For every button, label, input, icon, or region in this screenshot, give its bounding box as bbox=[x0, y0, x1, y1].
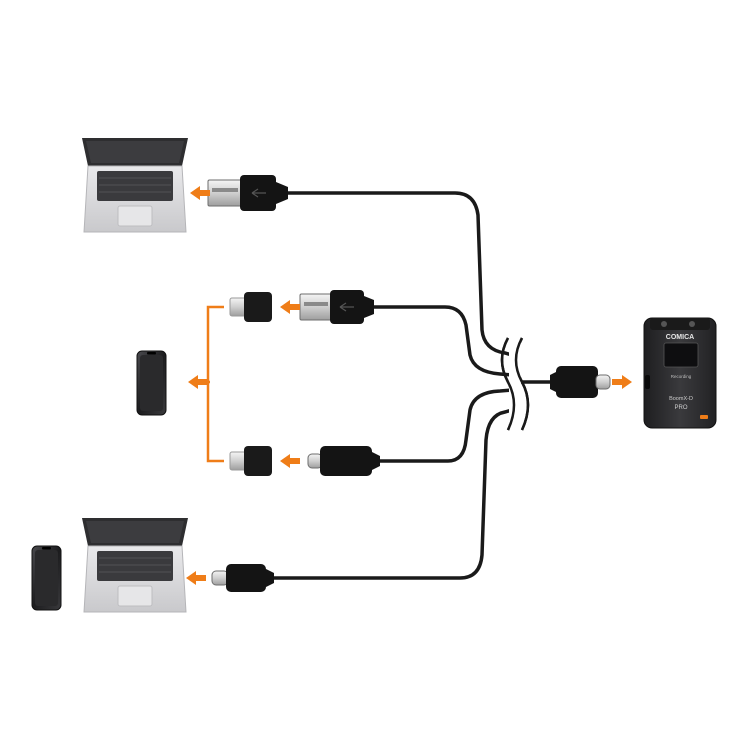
phone-bottom bbox=[31, 545, 62, 611]
receiver-screen bbox=[663, 342, 699, 368]
usb-c-plug-bottom bbox=[211, 564, 274, 592]
jack-icon bbox=[689, 321, 695, 327]
cable-break-gap bbox=[509, 340, 521, 428]
cable-usb-c-lightning bbox=[376, 388, 514, 463]
usb-a-plug-middle bbox=[299, 290, 374, 324]
model-label: BoomX-D bbox=[669, 396, 693, 402]
usb-c-port bbox=[645, 375, 650, 389]
cable-group bbox=[270, 191, 554, 580]
screen-text: Recording bbox=[671, 374, 692, 379]
laptop-bottom bbox=[82, 518, 188, 613]
brand-logo: COMICA bbox=[666, 334, 694, 341]
receiver-device: COMICA Recording BoomX-D PRO bbox=[643, 317, 717, 429]
jack-icon bbox=[661, 321, 667, 327]
cable-usb-a-laptop bbox=[283, 191, 514, 357]
arrow-left-icon bbox=[186, 571, 206, 585]
lightning-adapter-bottom bbox=[229, 446, 272, 476]
arrow-left-icon bbox=[280, 300, 300, 314]
arrow-left-icon bbox=[188, 375, 208, 389]
arrow-group bbox=[186, 186, 632, 585]
status-led bbox=[700, 415, 708, 419]
cable-break-lines bbox=[500, 337, 530, 431]
laptop-top bbox=[82, 138, 188, 233]
usb-c-plug-receiver bbox=[550, 366, 611, 398]
arrow-left-icon bbox=[280, 454, 300, 468]
bracket-line bbox=[206, 305, 224, 463]
cable-usb-a-lightning bbox=[368, 305, 514, 377]
phone-middle bbox=[136, 350, 167, 416]
arrow-left-icon bbox=[190, 186, 210, 200]
arrow-right-icon bbox=[612, 375, 632, 389]
usb-c-plug-middle bbox=[307, 446, 380, 476]
usb-a-plug-top bbox=[207, 175, 288, 211]
edition-label: PRO bbox=[674, 405, 687, 411]
lightning-adapter-top bbox=[229, 292, 272, 322]
cable-usb-c-laptop bbox=[270, 408, 514, 580]
